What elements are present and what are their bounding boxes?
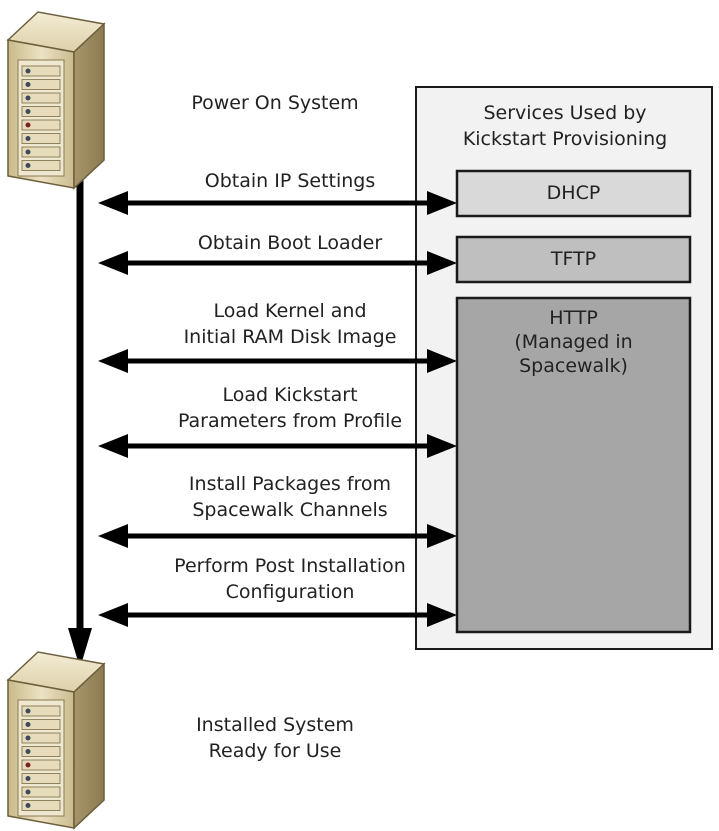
status-led — [25, 122, 31, 128]
power-on-label: Power On System — [191, 92, 359, 114]
double-arrow — [98, 524, 457, 548]
step-kickstart-line1: Load Kickstart — [222, 384, 358, 406]
step-kickstart-line2: Parameters from Profile — [177, 410, 403, 432]
status-led — [25, 735, 31, 741]
drive-bay — [21, 65, 61, 77]
drive-bay — [21, 133, 61, 144]
status-led — [25, 163, 31, 168]
status-led — [25, 68, 31, 74]
installed-system-label: Installed System Ready for Use — [150, 712, 400, 764]
server-tower-icon — [6, 651, 106, 830]
flow-arrow — [68, 180, 92, 668]
tftp-label: TFTP — [550, 248, 597, 270]
status-led — [25, 82, 31, 87]
step-label-ip: Obtain IP Settings — [204, 170, 376, 192]
double-arrow — [98, 191, 457, 215]
step-label-kernel: Load Kernel and Initial RAM Disk Image — [100, 298, 480, 350]
double-arrow — [98, 434, 457, 458]
drive-bay — [21, 732, 61, 744]
status-led — [25, 149, 31, 155]
drive-bay — [21, 79, 61, 90]
step-label-bootloader: Obtain Boot Loader — [197, 232, 383, 254]
drive-bay — [21, 773, 61, 784]
status-led — [25, 749, 31, 754]
status-led — [25, 95, 31, 101]
status-led — [25, 789, 31, 795]
drive-bay — [21, 160, 61, 171]
step-label-kickstart: Load Kickstart Parameters from Profile — [100, 382, 480, 434]
step-label-post: Perform Post Installation Configuration — [100, 553, 480, 605]
http-line1: HTTP — [549, 307, 598, 329]
drive-bay — [21, 705, 61, 717]
dhcp-label: DHCP — [546, 182, 601, 204]
status-led — [25, 803, 31, 808]
step-packages-line1: Install Packages from — [188, 473, 392, 495]
http-box — [455, 296, 692, 634]
step-post-line2: Configuration — [225, 581, 355, 603]
http-line2: (Managed in — [514, 331, 633, 353]
request-arrows — [98, 191, 457, 627]
step-packages-line2: Spacewalk Channels — [192, 499, 388, 521]
step-post-line1: Perform Post Installation — [174, 555, 406, 577]
double-arrow — [98, 603, 457, 627]
drive-bay — [21, 146, 61, 158]
status-led — [25, 722, 31, 727]
drive-bay — [21, 719, 61, 730]
installed-system-line1: Installed System — [196, 714, 354, 736]
services-title-line2: Kickstart Provisioning — [462, 128, 668, 150]
status-led — [25, 109, 31, 114]
drive-bay — [21, 759, 61, 771]
drive-bay — [21, 119, 61, 131]
status-led — [25, 136, 31, 141]
dhcp-box — [455, 169, 692, 218]
services-panel-title: Services Used by Kickstart Provisioning — [420, 100, 710, 152]
tftp-box — [455, 235, 692, 284]
status-led — [25, 762, 31, 768]
status-led — [25, 708, 31, 714]
double-arrow — [98, 349, 457, 373]
step-kernel-line1: Load Kernel and — [213, 300, 367, 322]
http-label: HTTP (Managed in Spacewalk) — [457, 306, 690, 378]
drive-bay — [21, 92, 61, 104]
drive-bay — [21, 786, 61, 798]
drive-bay — [21, 800, 61, 811]
step-label-packages: Install Packages from Spacewalk Channels — [100, 471, 480, 523]
step-kernel-line2: Initial RAM Disk Image — [183, 326, 397, 348]
drive-bay — [21, 746, 61, 757]
status-led — [25, 776, 31, 781]
double-arrow — [98, 251, 457, 275]
http-line3: Spacewalk) — [519, 355, 628, 377]
server-tower-icon — [6, 11, 106, 190]
services-title-line1: Services Used by — [483, 102, 647, 124]
installed-system-line2: Ready for Use — [208, 740, 342, 762]
drive-bay — [21, 106, 61, 117]
